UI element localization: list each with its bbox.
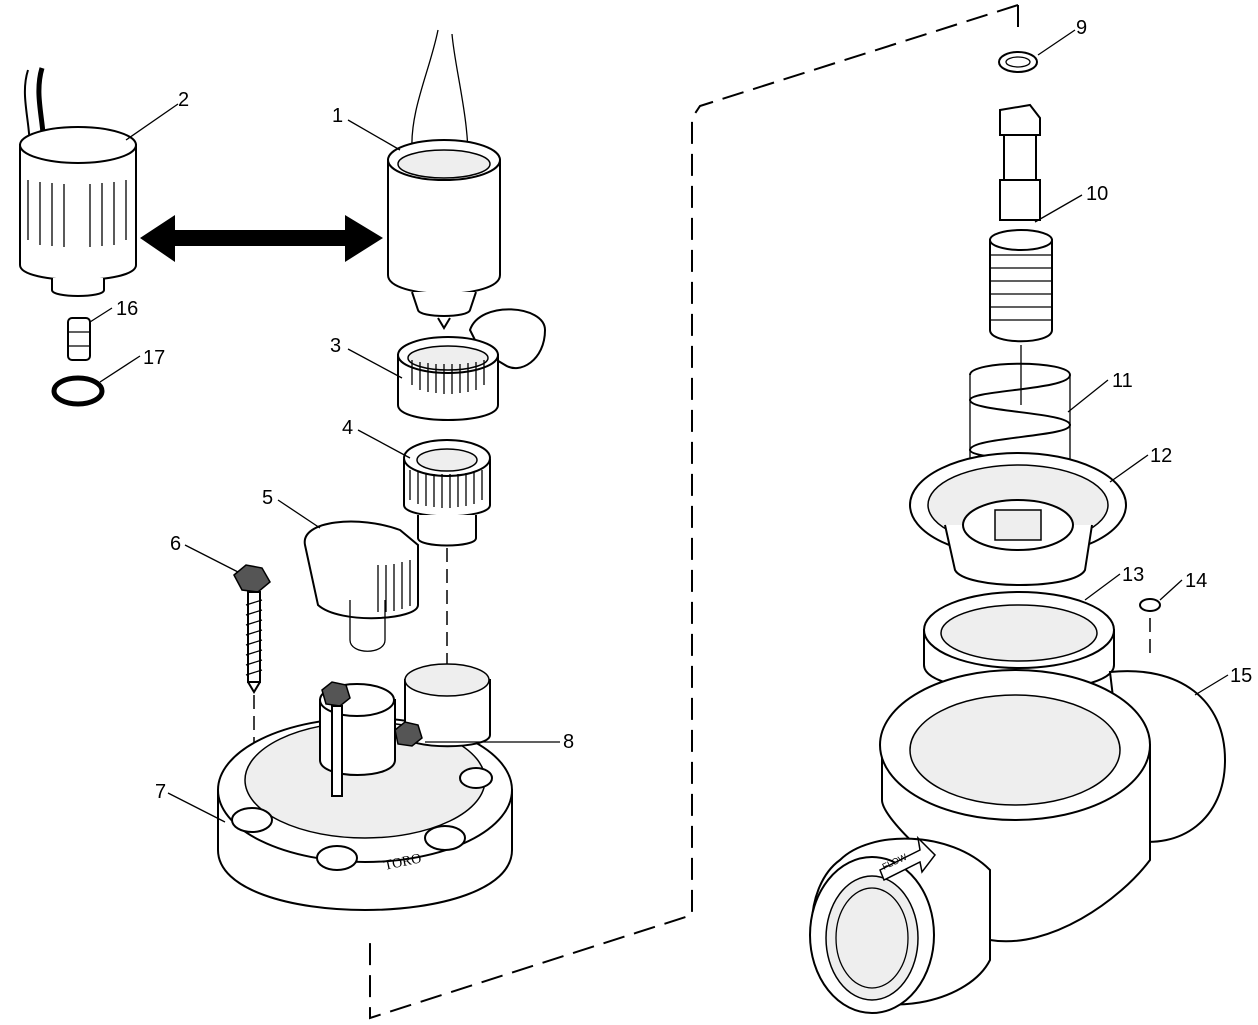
callout-5: 5 [262, 487, 273, 509]
callout-6: 6 [170, 533, 181, 555]
callout-13: 13 [1122, 564, 1144, 586]
part-17-o-ring [51, 375, 105, 407]
interchange-double-arrow [140, 215, 383, 262]
callout-2: 2 [178, 89, 189, 111]
callout-8: 8 [563, 731, 574, 753]
callout-leaders [89, 29, 1229, 823]
part-11-spring [968, 362, 1072, 471]
separator-dashed-frame [369, 4, 1019, 1020]
callout-15: 15 [1230, 665, 1252, 687]
part-3-retainer [397, 308, 547, 421]
callout-12: 12 [1150, 445, 1172, 467]
callout-9: 9 [1076, 17, 1087, 39]
part-14-small-washer [1139, 598, 1161, 660]
part-15-valve-body: FLOW [809, 669, 1227, 1014]
callout-1: 1 [332, 105, 343, 127]
part-12-diaphragm [909, 452, 1127, 586]
part-6-screw [233, 564, 271, 810]
callout-labels: 1 2 3 4 5 6 7 8 9 10 11 12 13 14 15 16 1… [116, 17, 1252, 803]
callout-17: 17 [143, 347, 165, 369]
part-7-bonnet: TORO [217, 663, 513, 911]
part-1-solenoid [387, 29, 501, 330]
part-10-flow-stem [989, 103, 1053, 405]
callout-16: 16 [116, 298, 138, 320]
part-9-washer [998, 51, 1038, 73]
part-4-knurled-nut [403, 439, 491, 690]
callout-3: 3 [330, 335, 341, 357]
callout-4: 4 [342, 417, 353, 439]
callout-14: 14 [1185, 570, 1207, 592]
callout-10: 10 [1086, 183, 1108, 205]
part-5-control-knob [303, 520, 419, 652]
part-2-solenoid-alt [19, 67, 137, 297]
callout-7: 7 [155, 781, 166, 803]
part-16-plunger [67, 317, 91, 361]
callout-11: 11 [1112, 370, 1133, 392]
